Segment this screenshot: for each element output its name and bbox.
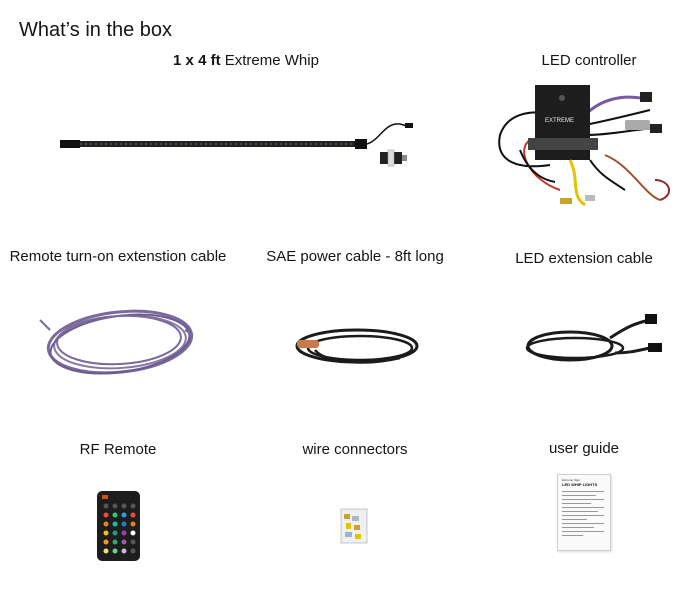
wire-connectors-image [340, 508, 368, 544]
item-label-led-extension-cable: LED extension cable [515, 250, 653, 267]
led-controller-image: EXTREME [490, 80, 690, 215]
user-guide-image: Extreme Sign LED WHIP LIGHTS [557, 474, 611, 551]
item-name: Extreme Whip [224, 52, 319, 69]
item-label-extreme-whip: 1 x 4 ft Extreme Whip [173, 52, 319, 69]
guide-text-lines [562, 491, 604, 539]
item-label-rf-remote: RF Remote [79, 441, 157, 458]
item-label-led-controller: LED controller [541, 52, 637, 69]
guide-brand: Extreme Sign [562, 478, 581, 482]
rf-remote-image [96, 490, 141, 562]
item-quantity: 1 x 4 ft [173, 52, 221, 69]
item-label-user-guide: user guide [548, 440, 620, 457]
svg-text:EXTREME: EXTREME [545, 118, 574, 124]
sae-cable-image [285, 318, 425, 378]
item-label-sae-power-cable: SAE power cable - 8ft long [266, 248, 444, 265]
led-extension-cable-image [515, 308, 675, 373]
page-title: What’s in the box [19, 19, 173, 41]
item-label-remote-turn-on-cable: Remote turn-on extenstion cable [9, 248, 227, 265]
item-label-wire-connectors: wire connectors [302, 441, 408, 458]
purple-wire-image [35, 300, 195, 385]
whip-image [55, 112, 425, 172]
guide-heading: LED WHIP LIGHTS [562, 482, 598, 487]
